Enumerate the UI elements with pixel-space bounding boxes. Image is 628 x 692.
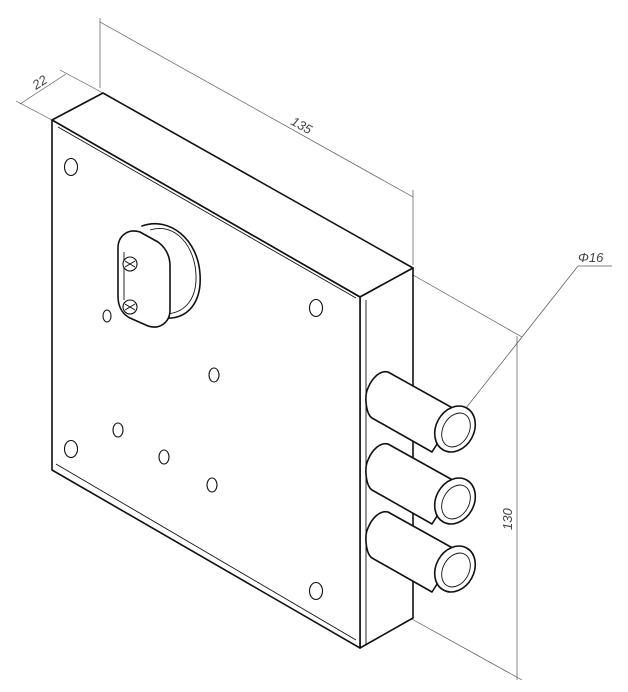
cylinder-round-base-inner <box>149 228 197 315</box>
bolt-middle-end <box>433 477 477 525</box>
bolt-bottom-end <box>433 545 477 593</box>
mounting-hole-top-right <box>308 298 324 318</box>
bolt-bottom-end-inner <box>441 552 471 588</box>
bolt-middle-end-inner <box>441 484 471 520</box>
bolt-bottom <box>365 510 477 593</box>
bolt-middle <box>365 442 477 525</box>
depth-dimension-line <box>19 73 67 105</box>
front-top-chamfer <box>57 126 357 299</box>
height-extension-top <box>412 274 523 338</box>
bolt-top <box>365 370 477 453</box>
bolt-top-end <box>433 405 477 453</box>
mounting-hole-top-left <box>63 157 79 177</box>
dimension-lines <box>15 18 612 681</box>
depth-extension-front <box>15 100 53 121</box>
width-dimension-label: 135 <box>289 114 316 138</box>
cylinder-pin <box>102 309 112 323</box>
diameter-dimension-label: Φ16 <box>578 250 604 265</box>
hole-lower-middle <box>158 449 170 465</box>
hole-lower-left <box>112 422 124 438</box>
front-bottom-chamfer <box>55 463 357 641</box>
diameter-leader-line <box>465 265 579 409</box>
height-dimension-label: 130 <box>500 508 515 530</box>
screw-bottom-slot-cross <box>124 303 136 311</box>
hole-center <box>208 367 220 383</box>
mounting-holes <box>63 157 324 601</box>
bolt-top-end-inner <box>441 412 471 448</box>
screw-top-slot-cross <box>124 260 136 268</box>
width-dimension-line <box>99 21 414 198</box>
mounting-hole-bottom-right <box>308 581 324 601</box>
bolts <box>365 370 477 593</box>
height-extension-bottom <box>409 617 523 681</box>
hole-lower-right <box>206 477 218 493</box>
cylinder-assembly <box>102 222 201 328</box>
depth-dimension-label: 22 <box>29 72 51 93</box>
lock-body <box>51 92 414 649</box>
mounting-hole-bottom-left <box>63 439 79 459</box>
cylinder-round-base <box>141 222 201 319</box>
depth-extension-back <box>59 69 104 94</box>
